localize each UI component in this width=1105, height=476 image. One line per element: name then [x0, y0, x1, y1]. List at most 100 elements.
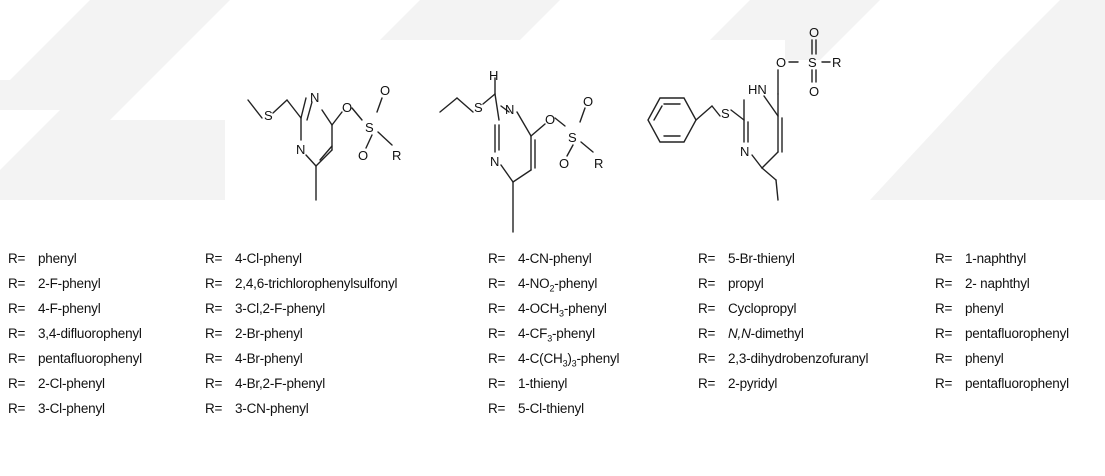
r-prefix: R= — [698, 351, 716, 366]
substituent-name: 1-thienyl — [518, 376, 567, 391]
name-text: pentafluorophenyl — [38, 351, 142, 366]
atom-label: O — [809, 84, 819, 99]
atom-label: R — [832, 55, 841, 70]
name-text: pentafluorophenyl — [965, 326, 1069, 341]
substituent-row: R=1-thienyl — [488, 375, 619, 400]
subscript-text: 3 — [559, 308, 564, 319]
name-text: 3-Cl,2-F-phenyl — [235, 301, 326, 316]
substituent-name: 2-F-phenyl — [38, 276, 101, 291]
substituent-row: R=4-Br-phenyl — [205, 350, 385, 375]
substituent-name: 4-NO2-phenyl — [518, 276, 597, 294]
substituent-row: R=4-Cl-phenyl — [205, 250, 385, 275]
name-text: 1-naphthyl — [965, 251, 1027, 266]
substituent-row: R=4-C(CH3)3-phenyl — [488, 350, 620, 375]
atom-label: S — [721, 106, 730, 121]
atom-label: O — [342, 100, 352, 115]
structure-2-drawing: S H N N O S O O R — [439, 68, 603, 233]
r-prefix: R= — [698, 301, 716, 316]
substituent-row: R=N,N-dimethyl — [698, 325, 868, 350]
r-prefix: R= — [8, 326, 26, 341]
r-prefix: R= — [698, 376, 716, 391]
r-prefix: R= — [205, 376, 223, 391]
substituent-row: R= 4-NO2-phenyl — [488, 275, 619, 300]
substituent-row: R= 5-Cl-thienyl — [488, 400, 619, 425]
subscript-text: 3 — [562, 358, 568, 369]
substituent-name: 2-pyridyl — [728, 376, 777, 391]
substituent-name: 4-C(CH3)3-phenyl — [518, 351, 620, 369]
substituent-name: 2-Cl-phenyl — [38, 376, 105, 391]
name-text: 2,4,6-trichlorophenylsulfonyl — [235, 276, 398, 291]
name-text: 2-Br-phenyl — [235, 326, 303, 341]
substituent-name: 4-CF3-phenyl — [518, 326, 595, 344]
substituent-row: R=2-Cl-phenyl — [8, 375, 142, 400]
r-prefix: R= — [8, 251, 26, 266]
atom-label: O — [545, 112, 555, 127]
r-prefix: R= — [488, 301, 506, 316]
name-text: 4-NO — [518, 276, 550, 291]
atom-label: N — [740, 144, 749, 159]
name-text: 2,3-dihydrobenzofuranyl — [728, 351, 869, 366]
atom-label: H — [489, 68, 498, 83]
substituent-row: R= 3-CN-phenyl — [205, 400, 385, 425]
atom-label: R — [594, 156, 603, 171]
atom-label: S — [365, 120, 374, 135]
substituent-name: Cyclopropyl — [728, 301, 797, 316]
name-text: 3-Cl-phenyl — [38, 401, 105, 416]
name-text: propyl — [728, 276, 764, 291]
subscript-text: 2 — [549, 283, 555, 294]
r-prefix: R= — [205, 276, 223, 291]
subscript-text: 3 — [571, 358, 577, 369]
substituent-name: pentafluorophenyl — [965, 376, 1069, 391]
atom-label: O — [776, 55, 786, 70]
substituent-name: 3-CN-phenyl — [235, 401, 309, 416]
substituent-row: R= pentafluorophenyl — [935, 325, 1069, 350]
name-text: N,N — [728, 326, 751, 341]
name-text: phenyl — [965, 301, 1004, 316]
substituent-name: 4-OCH3-phenyl — [518, 301, 607, 319]
substituent-name: 5-Br-thienyl — [728, 251, 795, 266]
substituent-row: R= 4-CF3-phenyl — [488, 325, 619, 350]
substituent-name: 3-Cl,2-F-phenyl — [235, 301, 325, 316]
atom-label: O — [559, 156, 569, 171]
name-text: 2-pyridyl — [728, 376, 778, 391]
substituent-name: 3-Cl-phenyl — [38, 401, 105, 416]
structure-3-drawing: S HN N O S O O R — [647, 25, 841, 201]
substituent-row: R=3-Cl,2-F-phenyl — [205, 300, 385, 325]
substituent-name: 3,4-difluorophenyl — [38, 326, 142, 341]
r-prefix: R= — [8, 276, 26, 291]
substituent-row: R=phenyl — [935, 300, 1069, 325]
r-prefix: R= — [935, 326, 953, 341]
structure-1: S N N O S O O R — [240, 0, 410, 225]
name-text: 4-Cl-phenyl — [235, 251, 302, 266]
substituent-row: R=4-Br,2-F-phenyl — [205, 375, 385, 400]
substituent-name: 2-Br-phenyl — [235, 326, 303, 341]
substituent-name: N,N-dimethyl — [728, 326, 804, 341]
substituent-row: R= 2-Br-phenyl — [205, 325, 385, 350]
name-text: 3-CN-phenyl — [235, 401, 309, 416]
r-prefix: R= — [488, 326, 506, 341]
substituent-name: 4-Br-phenyl — [235, 351, 303, 366]
substituent-row: R= 2,4,6-trichlorophenylsulfonyl — [205, 275, 397, 300]
name-text: phenyl — [965, 351, 1004, 366]
name-text: Cyclopropyl — [728, 301, 797, 316]
substituent-name: propyl — [728, 276, 764, 291]
r-prefix: R= — [488, 401, 506, 416]
r-prefix: R= — [205, 326, 223, 341]
substituent-name: 5-Cl-thienyl — [518, 401, 584, 416]
substituent-name: phenyl — [965, 301, 1004, 316]
r-prefix: R= — [935, 276, 953, 291]
atom-label: O — [358, 148, 368, 163]
name-text: ) — [567, 351, 572, 366]
substituent-row: R= 3-Cl-phenyl — [8, 400, 142, 425]
r-prefix: R= — [488, 276, 506, 291]
substituent-row: R=1-naphthyl — [935, 250, 1069, 275]
name-text: 3,4-difluorophenyl — [38, 326, 142, 341]
name-text: -phenyl — [563, 301, 607, 316]
substituent-row: R=4-CN-phenyl — [488, 250, 619, 275]
r-prefix: R= — [205, 401, 223, 416]
subscript-text: 3 — [547, 333, 553, 344]
r-prefix: R= — [8, 401, 26, 416]
substituent-row: R=phenyl — [8, 250, 142, 275]
